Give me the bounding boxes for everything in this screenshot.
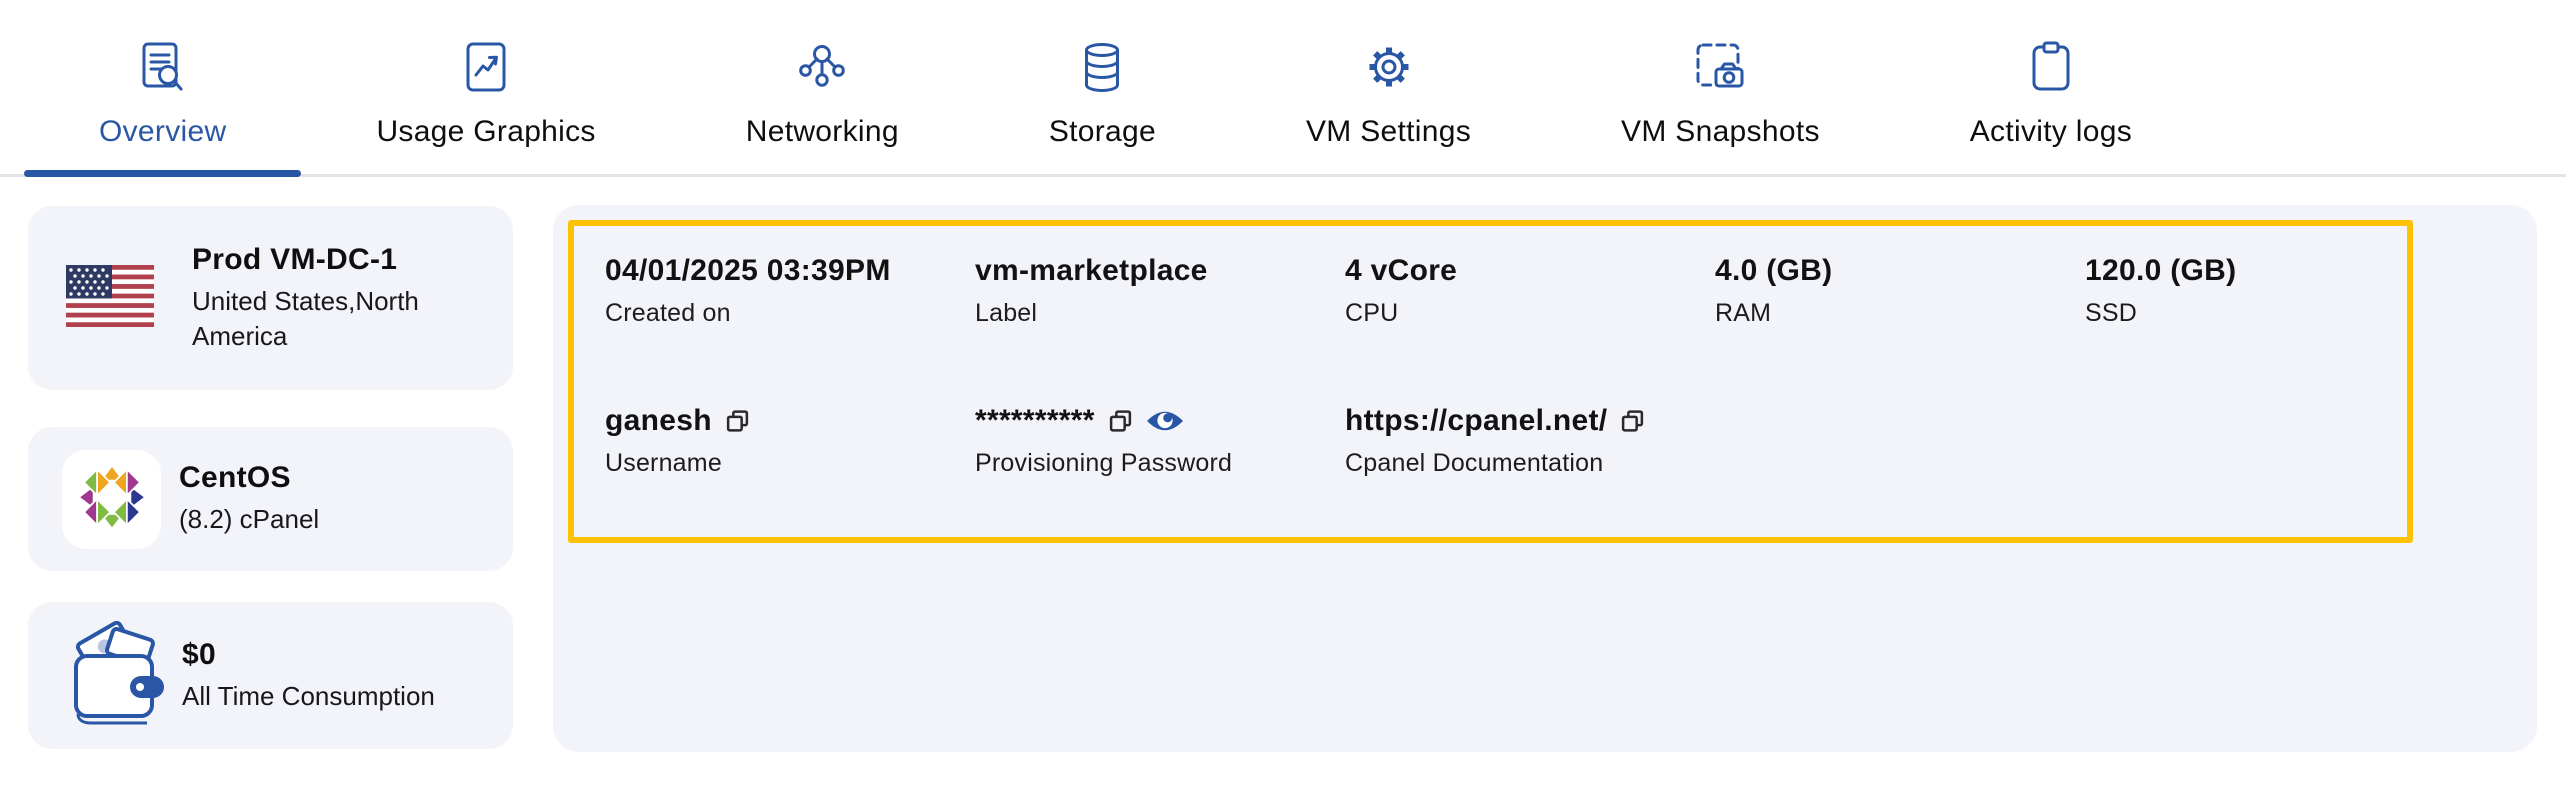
detail-cpu: 4 vCore CPU [1345, 252, 1715, 328]
detail-cpanel-documentation: https://cpanel.net/ Cpanel Documentation [1345, 402, 1715, 478]
usage-graphics-icon [466, 40, 506, 94]
wallet-icon [68, 620, 164, 731]
copy-username-icon[interactable] [725, 409, 750, 434]
consumption-label: All Time Consumption [182, 680, 435, 711]
tab-vm-settings-label: VM Settings [1306, 115, 1472, 148]
activity-logs-icon [2029, 40, 2073, 94]
tab-storage[interactable]: Storage [974, 0, 1231, 174]
overview-panel: 04/01/2025 03:39PM Created on vm-marketp… [553, 205, 2537, 752]
tab-overview[interactable]: Overview [24, 0, 302, 177]
vm-name: Prod VM-DC-1 [192, 242, 398, 276]
vm-location-card: Prod VM-DC-1 United States,North America [28, 206, 513, 390]
label-value: vm-marketplace [975, 254, 1208, 287]
vm-settings-icon [1365, 40, 1413, 94]
cpanel-label: Cpanel Documentation [1345, 449, 1604, 477]
label-label: Label [975, 299, 1038, 327]
tab-vm-snapshots[interactable]: VM Snapshots [1546, 0, 1895, 174]
detail-ram: 4.0 (GB) RAM [1715, 252, 2085, 328]
os-name: CentOS [179, 461, 291, 494]
created-on-label: Created on [605, 299, 731, 327]
tab-vm-snapshots-label: VM Snapshots [1621, 115, 1820, 148]
storage-icon [1082, 40, 1122, 94]
copy-cpanel-url-icon[interactable] [1620, 409, 1645, 434]
cpu-label: CPU [1345, 299, 1399, 327]
ram-label: RAM [1715, 299, 1772, 327]
detail-provisioning-password: ********** P [975, 402, 1345, 478]
detail-ssd: 120.0 (GB) SSD [2085, 252, 2455, 328]
vm-os-card: CentOS (8.2) cPanel [28, 427, 513, 571]
vm-tab-bar: Overview Usage Graphics Networking [0, 0, 2566, 177]
ram-value: 4.0 (GB) [1715, 254, 1833, 287]
reveal-password-eye-icon[interactable] [1146, 406, 1184, 436]
tab-storage-label: Storage [1048, 115, 1156, 148]
copy-password-icon[interactable] [1108, 409, 1133, 434]
vm-details-grid: 04/01/2025 03:39PM Created on vm-marketp… [605, 252, 2407, 478]
tab-networking-label: Networking [745, 115, 899, 148]
tab-usage-graphics[interactable]: Usage Graphics [301, 0, 670, 174]
tab-vm-settings[interactable]: VM Settings [1231, 0, 1546, 174]
us-flag-icon [66, 264, 154, 332]
username-value: ganesh [605, 404, 712, 437]
tab-activity-logs[interactable]: Activity logs [1895, 0, 2207, 174]
detail-created-on: 04/01/2025 03:39PM Created on [605, 252, 975, 328]
vm-details-highlight-box: 04/01/2025 03:39PM Created on vm-marketp… [568, 220, 2413, 543]
created-on-value: 04/01/2025 03:39PM [605, 254, 891, 287]
vm-snapshots-icon [1695, 40, 1745, 94]
tab-activity-logs-label: Activity logs [1969, 115, 2133, 148]
ssd-value: 120.0 (GB) [2085, 254, 2237, 287]
tab-networking[interactable]: Networking [671, 0, 974, 174]
centos-logo-icon [62, 449, 161, 549]
cpanel-link[interactable]: https://cpanel.net/ [1345, 404, 1608, 437]
detail-label: vm-marketplace Label [975, 252, 1345, 328]
os-version: (8.2) cPanel [179, 504, 320, 534]
consumption-amount: $0 [182, 637, 216, 671]
cpu-value: 4 vCore [1345, 254, 1458, 287]
vm-summary-sidebar: Prod VM-DC-1 United States,North America [28, 206, 513, 749]
password-label: Provisioning Password [975, 449, 1233, 477]
tab-usage-graphics-label: Usage Graphics [376, 115, 596, 148]
overview-icon [141, 40, 185, 94]
billing-card: $0 All Time Consumption [28, 602, 513, 749]
detail-username: ganesh Username [605, 402, 975, 478]
vm-location: United States,North America [192, 285, 419, 351]
networking-icon [798, 40, 846, 94]
username-label: Username [605, 449, 722, 477]
password-masked-value: ********** [975, 404, 1095, 437]
ssd-label: SSD [2085, 299, 2138, 327]
tab-overview-label: Overview [99, 115, 227, 148]
